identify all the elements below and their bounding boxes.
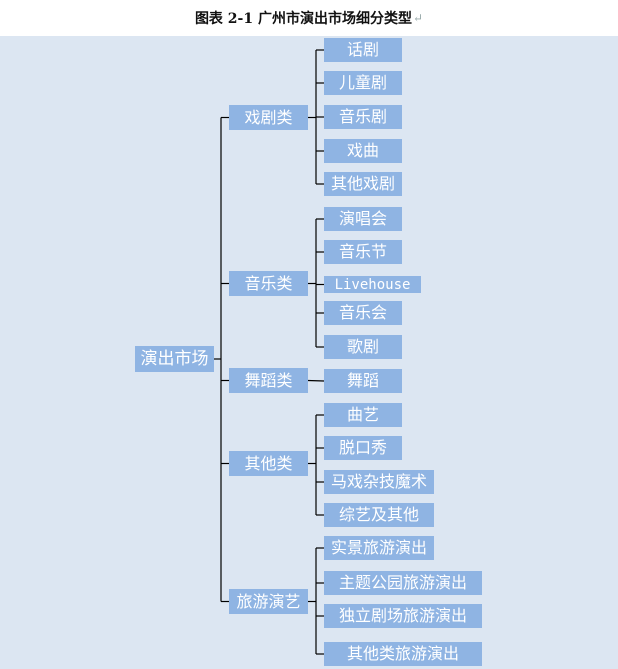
figure-caption: 图表 2-1 广州市演出市场细分类型↵ <box>0 0 618 36</box>
leaf-node: 演唱会 <box>324 207 402 231</box>
leaf-node: 脱口秀 <box>324 436 402 460</box>
diagram-panel <box>0 36 618 669</box>
category-node: 舞蹈类 <box>229 368 308 393</box>
leaf-node: 音乐剧 <box>324 105 402 129</box>
leaf-node: Livehouse <box>324 276 421 293</box>
leaf-node: 话剧 <box>324 38 402 62</box>
category-node: 其他类 <box>229 451 308 476</box>
category-node: 旅游演艺 <box>229 589 308 614</box>
leaf-node: 舞蹈 <box>324 369 402 393</box>
leaf-node: 音乐会 <box>324 301 402 325</box>
leaf-node: 音乐节 <box>324 240 402 264</box>
category-node: 音乐类 <box>229 271 308 296</box>
category-node: 戏剧类 <box>229 105 308 130</box>
root-node: 演出市场 <box>135 346 214 372</box>
leaf-node: 独立剧场旅游演出 <box>324 604 482 628</box>
leaf-node: 马戏杂技魔术 <box>324 470 434 494</box>
leaf-node: 歌剧 <box>324 335 402 359</box>
leaf-node: 主题公园旅游演出 <box>324 571 482 595</box>
leaf-node: 戏曲 <box>324 139 402 163</box>
leaf-node: 实景旅游演出 <box>324 536 434 560</box>
leaf-node: 综艺及其他 <box>324 503 434 527</box>
caption-text: 图表 2-1 广州市演出市场细分类型 <box>194 11 412 27</box>
paragraph-mark-icon: ↵ <box>412 11 424 25</box>
leaf-node: 其他戏剧 <box>324 172 402 196</box>
leaf-node: 曲艺 <box>324 403 402 427</box>
leaf-node: 儿童剧 <box>324 71 402 95</box>
leaf-node: 其他类旅游演出 <box>324 642 482 666</box>
connector-line <box>307 379 325 382</box>
